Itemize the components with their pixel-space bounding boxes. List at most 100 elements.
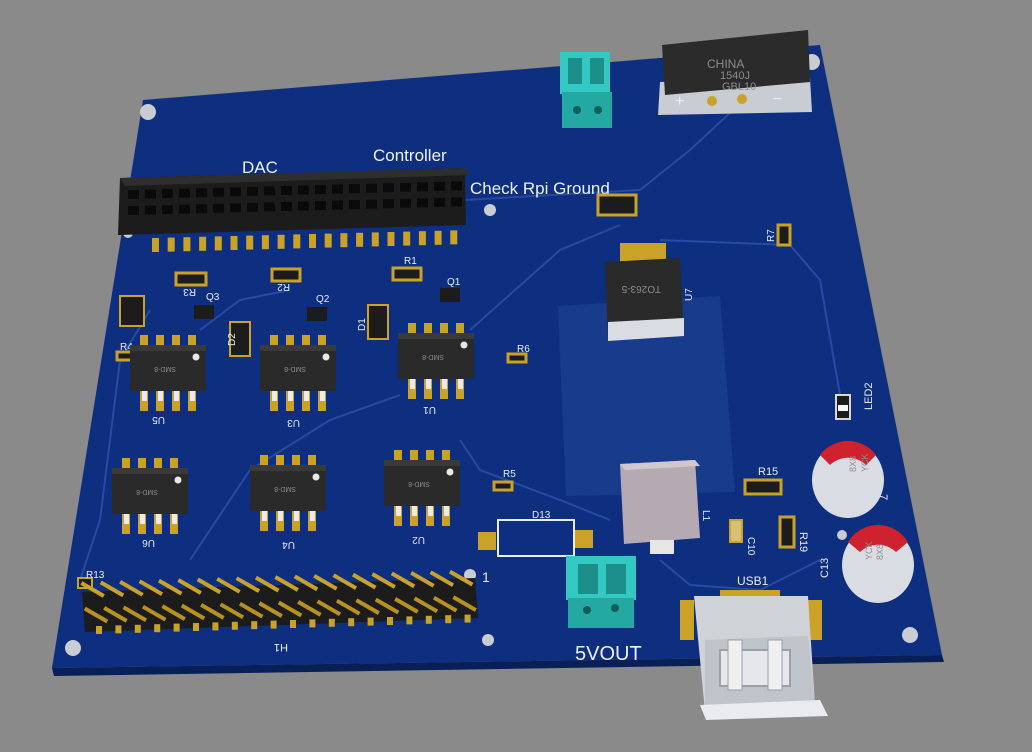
bridge-text-1: CHINA xyxy=(707,57,744,71)
header-pin-pad xyxy=(425,615,432,624)
header-pin xyxy=(413,596,439,614)
header-pin xyxy=(410,571,435,588)
socket-hole xyxy=(128,190,139,199)
ref-d1: D1 xyxy=(357,318,368,331)
led2: LED2 xyxy=(835,382,875,420)
label-check-rpi-ground: Check Rpi Ground xyxy=(470,179,610,198)
ref-d13: D13 xyxy=(532,510,551,521)
ref-r19: R19 xyxy=(797,532,809,552)
header-pin xyxy=(394,597,419,614)
regulator-u7: TO263-5 U7 xyxy=(605,243,695,341)
socket-hole xyxy=(162,189,173,199)
ref-r7: R7 xyxy=(766,229,777,242)
optocoupler-u5: SMD-8U5 xyxy=(130,335,206,425)
socket-pin xyxy=(293,234,301,249)
optocoupler-text: SMD-8 xyxy=(274,485,296,492)
socket-hole xyxy=(383,199,394,209)
socket-hole xyxy=(264,186,275,196)
socket-pin xyxy=(371,232,379,247)
label-usb1: USB1 xyxy=(737,574,769,588)
socket-hole xyxy=(196,188,207,198)
trace-layer xyxy=(79,84,841,592)
label-controller: Controller xyxy=(373,146,447,165)
resistor-r2 xyxy=(270,267,302,283)
header-pin xyxy=(297,600,322,617)
transistors: Q1 Q2 Q3 D1 D2 xyxy=(119,193,638,357)
socket-hole xyxy=(332,200,343,210)
header-pin-pad xyxy=(367,617,374,626)
header-pin-pad xyxy=(251,621,258,630)
header-pin xyxy=(452,595,477,612)
ref-r13: R13 xyxy=(86,570,105,581)
socket-hole xyxy=(451,197,462,207)
header-pin-pad xyxy=(96,626,102,634)
header-pin-pad xyxy=(212,622,219,631)
header-pin-pad xyxy=(154,624,161,633)
resistor-r7 xyxy=(776,223,792,247)
socket-hole xyxy=(247,202,258,212)
ref-l1: L1 xyxy=(700,510,711,522)
mounting-hole-m3 xyxy=(482,634,494,646)
ref-q1: Q1 xyxy=(447,277,461,288)
socket-hole xyxy=(451,181,462,191)
bridge-minus: − xyxy=(773,91,782,108)
socket-hole xyxy=(145,205,156,215)
socket-hole xyxy=(281,185,292,195)
header-pin xyxy=(390,571,416,589)
socket-hole xyxy=(417,198,428,208)
five-vout-connector xyxy=(566,556,636,628)
socket-pin xyxy=(450,230,458,245)
socket-hole xyxy=(264,202,275,212)
ref-c10: C10 xyxy=(745,537,756,556)
header-pin xyxy=(254,575,280,593)
socket-pin xyxy=(167,237,175,252)
socket-pin xyxy=(324,233,332,248)
socket-hole xyxy=(315,185,326,195)
socket-hole xyxy=(213,187,224,197)
socket-hole xyxy=(145,189,156,199)
socket-hole xyxy=(162,205,173,215)
header-pin xyxy=(316,599,342,617)
label-led2: LED2 xyxy=(863,382,875,410)
socket-hole xyxy=(281,201,292,211)
mounting-hole-br xyxy=(902,627,918,643)
header-pin xyxy=(119,580,144,597)
capacitors: C10 8X8 YCK 7 8X8 YCK C13 xyxy=(729,440,914,603)
mounting-hole-m1 xyxy=(484,204,496,216)
label-dac: DAC xyxy=(242,158,278,177)
header-pin xyxy=(448,569,474,587)
ref-r4: R4 xyxy=(120,342,133,353)
ref-r15: R15 xyxy=(758,466,778,478)
ref-q3: Q3 xyxy=(206,292,220,303)
transistor-q1 xyxy=(440,288,460,302)
header-pin-pad xyxy=(328,618,335,627)
ref-r3: R3 xyxy=(183,286,196,297)
socket-pin xyxy=(183,237,191,252)
header-pin xyxy=(335,598,361,616)
ref-r2: R2 xyxy=(277,281,290,292)
transistor-q3 xyxy=(194,305,214,319)
header-pin xyxy=(122,605,148,623)
ref-u3: U3 xyxy=(287,417,300,428)
socket-hole xyxy=(417,182,428,192)
socket-hole xyxy=(128,206,139,215)
bridge-text-3: GBL10 xyxy=(722,81,756,93)
header-pin xyxy=(138,579,164,596)
header-pin-pad xyxy=(348,618,355,627)
resistor-r6 xyxy=(506,352,528,364)
header-pin xyxy=(332,573,358,590)
electrolytic-cap-c13: 8X8 YCK C13 xyxy=(819,525,914,603)
mounting-hole-m2 xyxy=(464,569,476,581)
socket-pin xyxy=(309,234,316,248)
header-pin xyxy=(219,602,245,620)
header-pin xyxy=(313,574,338,591)
header-pin xyxy=(277,600,303,618)
socket-pin xyxy=(356,232,364,247)
socket-hole xyxy=(196,204,207,214)
usb-connector: USB1 xyxy=(680,574,828,720)
header-pin xyxy=(258,601,283,618)
header-pin xyxy=(161,604,186,621)
header-pin-pad xyxy=(134,624,141,633)
header-pin xyxy=(274,575,299,592)
